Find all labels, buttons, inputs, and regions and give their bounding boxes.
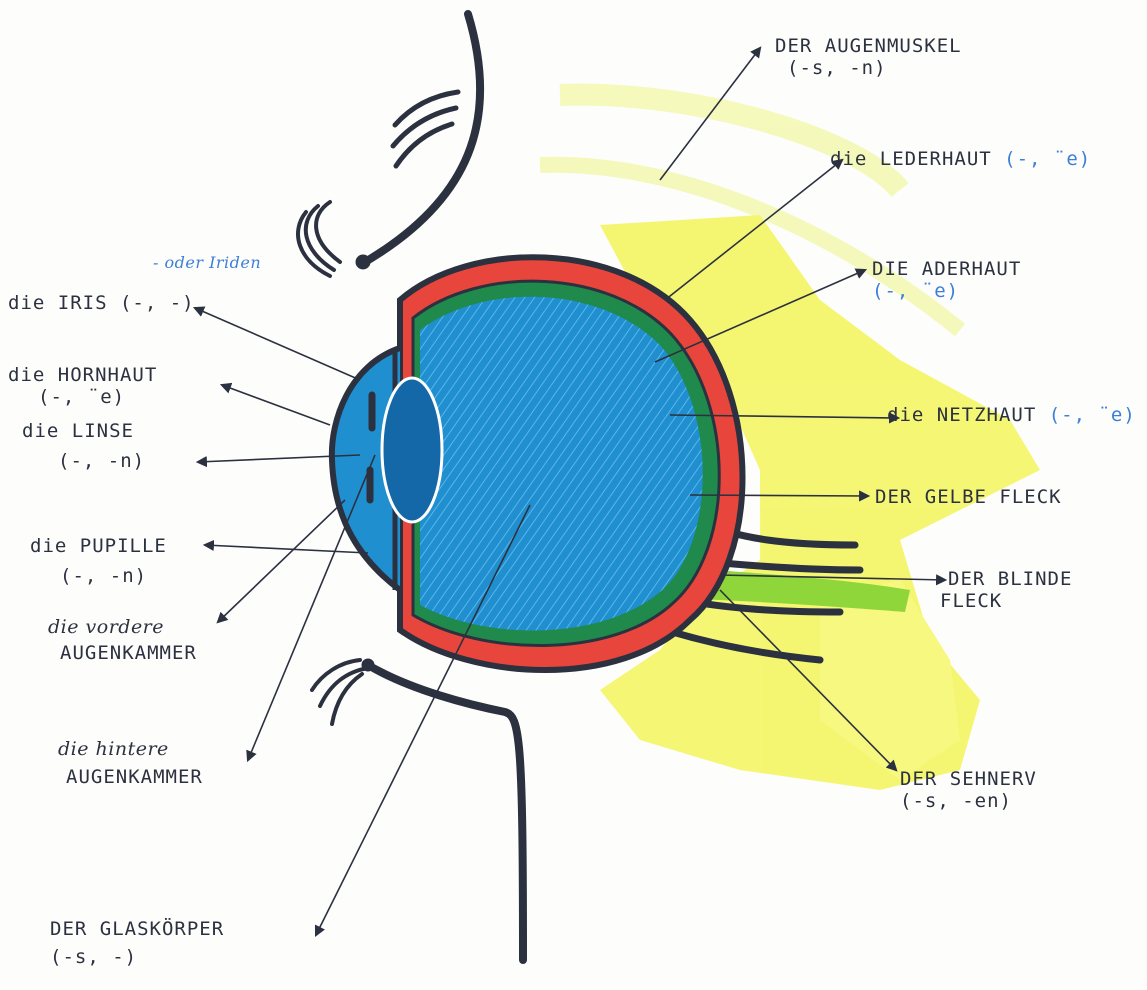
label-eye-muscle: DER AUGENMUSKEL (-s, -n) bbox=[775, 35, 962, 79]
label-sclera: die LEDERHAUT (-, ¨e) bbox=[830, 148, 1091, 170]
label-posterior-chamber-line1: die hintere bbox=[58, 738, 203, 760]
label-pupil-name: die PUPILLE bbox=[30, 535, 167, 557]
label-macula: DER GELBE FLECK bbox=[875, 486, 1062, 508]
label-iris-note: - oder Iriden bbox=[153, 252, 261, 274]
label-lens: die LINSE (-, -n) bbox=[22, 420, 145, 472]
label-retina: die NETZHAUT (-, ¨e) bbox=[887, 404, 1136, 426]
label-anterior-chamber-line1: die vordere bbox=[48, 616, 197, 638]
label-retina-name: die NETZHAUT bbox=[887, 404, 1036, 426]
label-blind-spot: DER BLINDE FLECK bbox=[948, 568, 1072, 612]
label-vitreous-body-name: DER GLASKÖRPER bbox=[50, 918, 224, 940]
label-pupil-plural: (-, -n) bbox=[60, 565, 167, 587]
label-cornea-plural: (-, ¨e) bbox=[38, 386, 157, 408]
label-pupil: die PUPILLE (-, -n) bbox=[30, 535, 167, 587]
label-cornea-name: die HORNHAUT bbox=[8, 364, 157, 386]
label-cornea: die HORNHAUT (-, ¨e) bbox=[8, 364, 157, 408]
label-posterior-chamber-line2: AUGENKAMMER bbox=[66, 766, 203, 788]
label-vitreous-body: DER GLASKÖRPER (-s, -) bbox=[50, 918, 224, 968]
upper-eyelid bbox=[298, 14, 480, 276]
label-lens-name: die LINSE bbox=[22, 420, 145, 442]
label-anterior-chamber-line2: AUGENKAMMER bbox=[60, 642, 197, 664]
label-lens-plural: (-, -n) bbox=[58, 450, 145, 472]
label-anterior-chamber: die vordere AUGENKAMMER bbox=[48, 616, 197, 664]
label-choroid-plural: (-, ¨e) bbox=[872, 280, 1021, 302]
label-sclera-plural: (-, ¨e) bbox=[1004, 148, 1091, 170]
label-vitreous-body-plural: (-s, -) bbox=[50, 946, 224, 968]
label-iris: die IRIS (-, -) bbox=[8, 292, 195, 314]
label-choroid-name: DIE ADERHAUT bbox=[872, 258, 1021, 280]
label-sclera-name: die LEDERHAUT bbox=[830, 148, 992, 170]
label-optic-nerve-name: DER SEHNERV bbox=[900, 768, 1037, 790]
eyeball bbox=[400, 257, 743, 670]
label-optic-nerve-plural: (-s, -en) bbox=[900, 790, 1037, 812]
label-choroid: DIE ADERHAUT (-, ¨e) bbox=[872, 258, 1021, 302]
lower-eyelid bbox=[312, 659, 523, 960]
label-eye-muscle-name: DER AUGENMUSKEL bbox=[775, 35, 962, 57]
label-blind-spot-line2: FLECK bbox=[940, 590, 1072, 612]
label-eye-muscle-plural: (-s, -n) bbox=[787, 57, 962, 79]
label-optic-nerve: DER SEHNERV (-s, -en) bbox=[900, 768, 1037, 812]
label-blind-spot-line1: DER BLINDE bbox=[948, 568, 1072, 590]
lens bbox=[382, 378, 442, 522]
label-retina-plural: (-, ¨e) bbox=[1049, 404, 1136, 426]
label-posterior-chamber: die hintere AUGENKAMMER bbox=[58, 738, 203, 788]
